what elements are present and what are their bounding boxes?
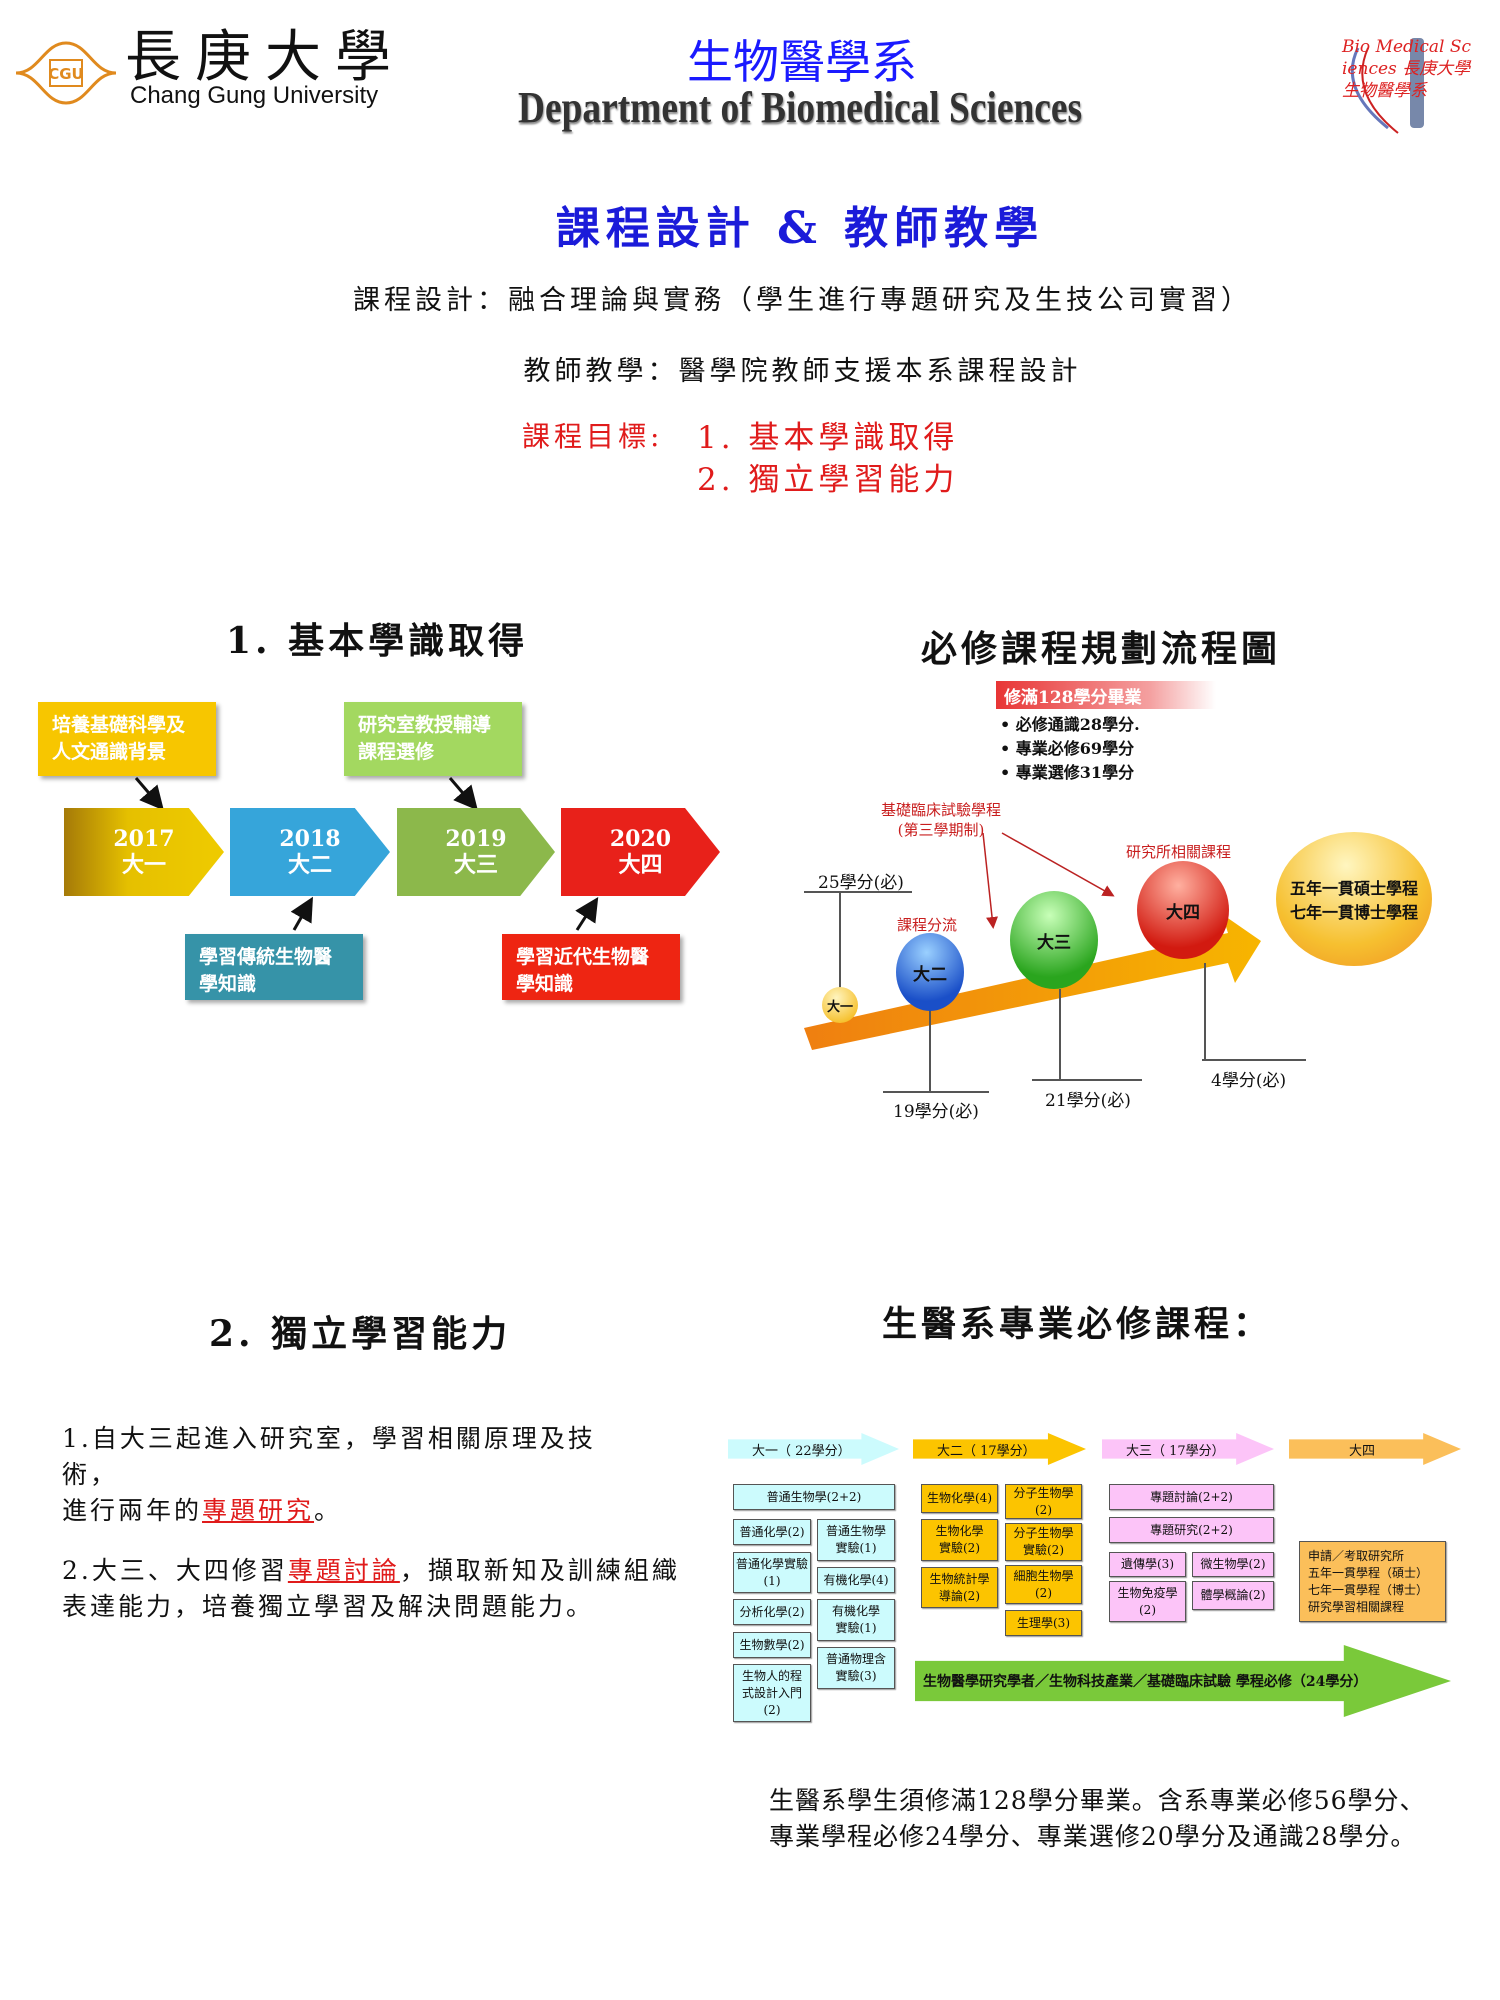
credit-year1: 25學分(必) <box>818 873 904 893</box>
ball-year2: 大二 <box>896 933 964 1011</box>
grad-courses-label: 研究所相關課程 <box>1126 843 1232 861</box>
course-box: 專題研究(2+2) <box>1109 1517 1274 1543</box>
year4-grad-box: 申請／考取研究所五年一貫學程（碩士）七年一貫學程（博士）研究學習相關課程 <box>1299 1541 1446 1622</box>
ball-year4: 大四 <box>1137 861 1229 959</box>
program-arrow: 生物醫學研究學者／生物科技產業／基礎臨床試驗 學程必修（24學分） <box>915 1645 1451 1717</box>
course-box: 生物數學(2) <box>733 1632 811 1658</box>
header-year2: 大二（ 17學分） <box>913 1433 1086 1465</box>
course-box: 微生物學(2) <box>1192 1552 1274 1577</box>
course-box: 生物統計學導論(2) <box>921 1567 998 1608</box>
section2-title: 2. 獨立學習能力 <box>209 1313 512 1355</box>
credit-year2: 19學分(必) <box>893 1102 979 1122</box>
course-box: 有機化學實驗(1) <box>817 1599 895 1641</box>
university-name-cn: 長庚大學 <box>125 25 405 90</box>
header-year1: 大一（ 22學分） <box>728 1433 899 1465</box>
course-box: 專題討論(2+2) <box>1109 1484 1274 1510</box>
ball-year1: 大一 <box>822 987 858 1023</box>
course-box: 生物化學(4) <box>921 1484 998 1513</box>
flow-title: 必修課程規劃流程圖 <box>921 628 1282 670</box>
page-title: 課程設計 & 教師教學 <box>555 203 1045 254</box>
paragraph-seminar: 2.大三、大四修習專題討論，擷取新知及訓練組織表達能力，培養獨立學習及解決問題能… <box>62 1556 680 1621</box>
teaching-line: 教師教學：醫學院教師支援本系課程設計 <box>523 356 1082 387</box>
track-split-label: 課程分流 <box>897 916 958 934</box>
course-box: 體學概論(2) <box>1192 1581 1274 1610</box>
note-basic-science: 培養基礎科學及人文通識背景 <box>38 702 216 776</box>
course-box: 普通化學(2) <box>733 1519 811 1545</box>
graduation-summary: 生醫系學生須修滿128學分畢業。含系專業必修56學分、專業學程必修24學分、專業… <box>769 1786 1426 1851</box>
goal-2: 2. 獨立學習能力 <box>697 462 959 498</box>
course-box: 分析化學(2) <box>733 1599 811 1625</box>
university-name-en: Chang Gung University <box>130 82 379 109</box>
header-year4: 大四 <box>1289 1433 1461 1465</box>
paragraph-research: 1.自大三起進入研究室，學習相關原理及技術，進行兩年的專題研究。 <box>62 1424 596 1525</box>
goals-label: 課程目標: <box>522 420 664 453</box>
note-lab-guidance: 研究室教授輔導課程選修 <box>344 702 522 776</box>
graduation-banner: 修滿128學分畢業 <box>996 681 1216 709</box>
badge-graphic <box>1350 38 1424 134</box>
bullet-item: • 專業必修69學分 <box>1000 739 1135 758</box>
clinical-program-label: 基礎臨床試驗學程(第三學期制) <box>880 801 1001 839</box>
course-box: 生理學(3) <box>1005 1610 1082 1636</box>
courses-title: 生醫系專業必修課程： <box>882 1304 1273 1345</box>
section1-title: 1. 基本學識取得 <box>226 620 529 662</box>
course-box: 分子生物學實驗(2) <box>1005 1523 1082 1561</box>
header-year3: 大三（ 17學分） <box>1102 1433 1274 1465</box>
course-box: 遺傳學(3) <box>1109 1552 1186 1577</box>
ball-integrated-programs: 五年一貫碩士學程七年一貫博士學程 <box>1276 832 1432 966</box>
course-box: 細胞生物學(2) <box>1005 1565 1082 1604</box>
cgu-logo-mark: CGU <box>14 38 118 108</box>
ball-year3: 大三 <box>1010 891 1098 989</box>
biomedical-sciences-badge: Bio Medical Sciences 長庚大學生物醫學系 <box>1328 8 1488 143</box>
credit-year3: 21學分(必) <box>1045 1091 1131 1111</box>
course-box: 生物化學實驗(2) <box>921 1519 998 1561</box>
credit-year4: 4學分(必) <box>1211 1071 1287 1091</box>
timeline-connector-arrows <box>134 777 599 931</box>
note-traditional: 學習傳統生物醫學知識 <box>185 934 363 1000</box>
course-box: 普通生物學實驗(1) <box>817 1519 895 1561</box>
department-name-cn: 生物醫學系 <box>687 35 917 89</box>
note-modern: 學習近代生物醫學知識 <box>502 934 680 1000</box>
course-box: 有機化學(4) <box>817 1567 895 1593</box>
course-box: 生物免疫學(2) <box>1109 1581 1186 1622</box>
svg-text:CGU: CGU <box>48 65 84 83</box>
bullet-item: • 必修通識28學分. <box>1000 715 1140 734</box>
badge-text: Bio Medical Sciences 長庚大學生物醫學系 <box>1342 37 1472 101</box>
curriculum-design-line: 課程設計：融合理論與實務（學生進行專題研究及生技公司實習） <box>353 285 1252 316</box>
course-box: 普通物理含實驗(3) <box>817 1647 895 1689</box>
course-box: 普通化學實驗(1) <box>733 1552 811 1593</box>
course-box: 普通生物學(2+2) <box>733 1484 895 1510</box>
course-box: 分子生物學(2) <box>1005 1484 1082 1519</box>
bullet-item: • 專業選修31學分 <box>1000 763 1135 782</box>
course-box: 生物人的程式設計入門(2) <box>733 1664 811 1722</box>
credit-bullets: • 必修通識28學分. • 專業必修69學分 • 專業選修31學分 <box>1000 713 1140 785</box>
department-name-en: Department of Biomedical Sciences <box>517 83 1083 132</box>
goal-1: 1. 基本學識取得 <box>697 420 959 456</box>
